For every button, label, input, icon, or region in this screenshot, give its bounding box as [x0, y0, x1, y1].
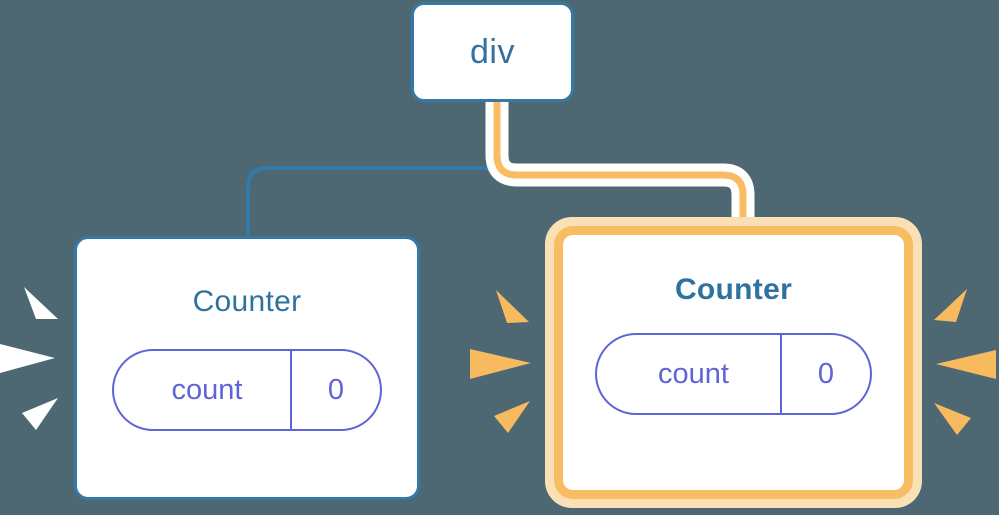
ray-lower	[494, 401, 530, 433]
counter-left-title: Counter	[192, 285, 302, 318]
counter-right-state-pill: count 0	[595, 333, 872, 415]
ray-upper	[24, 287, 58, 319]
node-counter-right[interactable]: Counter count 0	[554, 226, 913, 499]
counter-right-state-value: 0	[780, 335, 870, 413]
node-div[interactable]: div	[411, 2, 574, 102]
node-counter-right-highlight-halo: Counter count 0	[545, 217, 922, 508]
spark-rays-right-counter-right-orange	[934, 289, 996, 435]
counter-left-state-value: 0	[290, 351, 380, 429]
spark-rays-left-counter-white	[0, 287, 58, 430]
ray-upper	[496, 290, 529, 323]
counter-left-state-key: count	[171, 373, 243, 406]
counter-right-title: Counter	[674, 273, 793, 306]
node-div-label: div	[470, 33, 515, 71]
counter-right-state-key: count	[658, 357, 729, 390]
node-counter-left[interactable]: Counter count 0	[74, 236, 420, 500]
ray-lower	[934, 403, 971, 435]
ray-upper	[934, 289, 967, 322]
ray-middle	[470, 349, 531, 379]
connector-div-to-counter-left	[246, 102, 491, 238]
spark-rays-right-counter-left-orange	[470, 290, 531, 433]
ray-middle	[936, 350, 996, 379]
counter-left-state-pill: count 0	[112, 349, 382, 431]
ray-middle	[0, 344, 55, 373]
ray-lower	[22, 398, 58, 430]
